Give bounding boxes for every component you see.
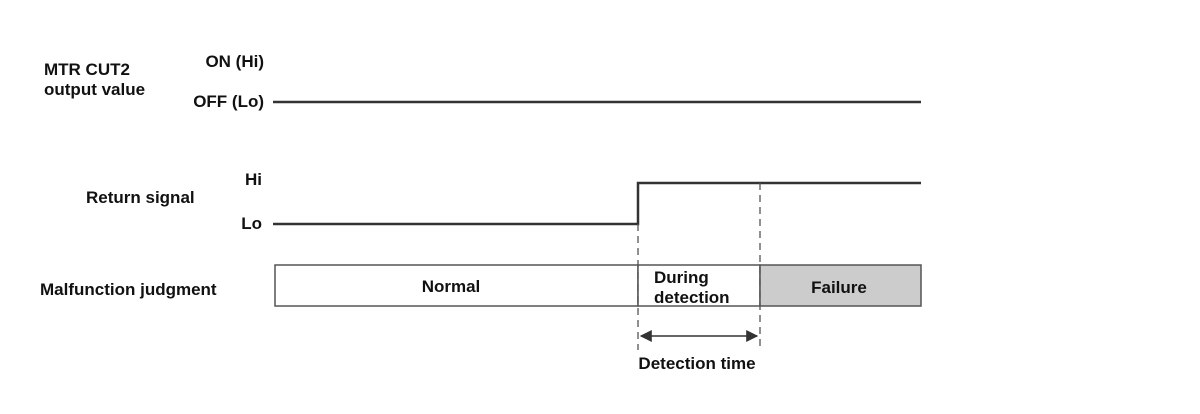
return-signal-hi-label: Hi	[245, 170, 262, 189]
return-signal-lo-label: Lo	[241, 214, 262, 233]
judgment-during-label-line1: During	[654, 268, 709, 287]
judgment-title: Malfunction judgment	[40, 280, 217, 299]
return-signal-title: Return signal	[86, 188, 195, 207]
output-level-off-label: OFF (Lo)	[193, 92, 264, 111]
judgment-during-detection-box	[637, 264, 761, 307]
output-value-title-line2: output value	[44, 80, 145, 99]
output-value-title-line1: MTR CUT2	[44, 60, 130, 79]
judgment-during-label-line2: detection	[654, 288, 730, 307]
judgment-normal-label: Normal	[422, 277, 481, 296]
detection-time-label: Detection time	[638, 354, 755, 373]
judgment-failure-label: Failure	[811, 278, 867, 297]
return-signal-waveform	[273, 181, 921, 226]
output-level-on-label: ON (Hi)	[205, 52, 264, 71]
judgment-failure-box	[759, 264, 922, 307]
